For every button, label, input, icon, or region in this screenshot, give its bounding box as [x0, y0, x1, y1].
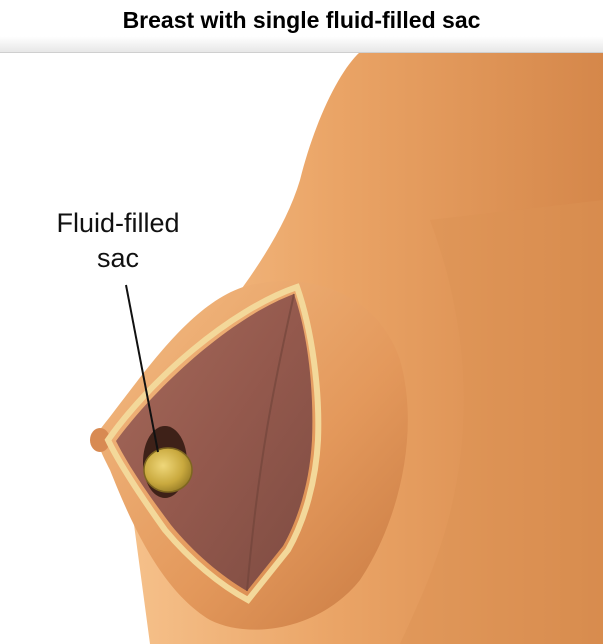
page-title: Breast with single fluid-filled sac — [0, 7, 603, 34]
sac-label-line2: sac — [38, 241, 198, 275]
sac-label-line1: Fluid-filled — [38, 206, 198, 240]
title-bar: Breast with single fluid-filled sac — [0, 0, 603, 53]
fluid-filled-sac — [144, 448, 192, 492]
